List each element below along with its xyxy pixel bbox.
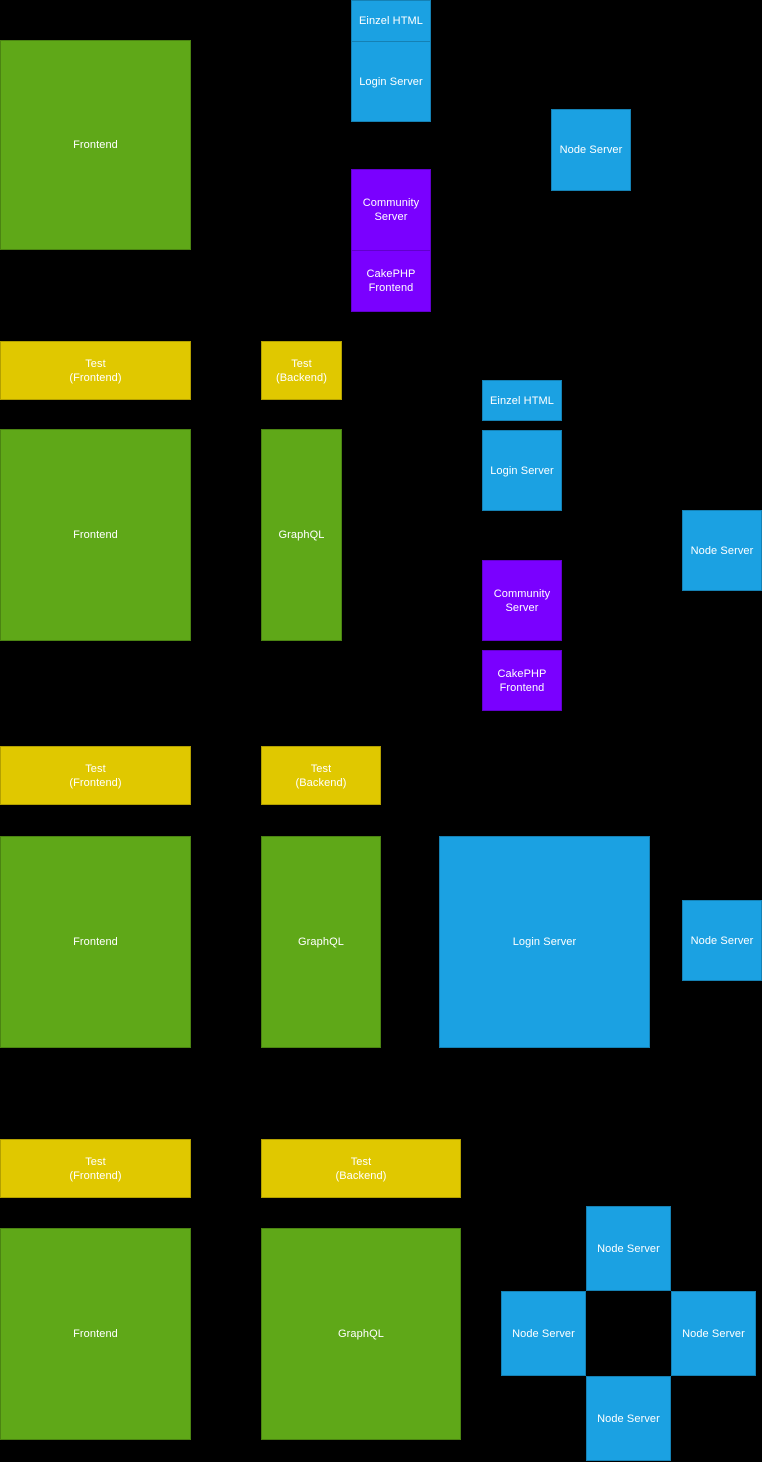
node-box-s4-frontend[interactable]: Frontend xyxy=(0,1228,191,1440)
node-box-s4-node-server-left[interactable]: Node Server xyxy=(501,1291,586,1376)
node-label-s4-node-server-top: Node Server xyxy=(597,1242,660,1255)
node-box-s4-test-backend[interactable]: Test (Backend) xyxy=(261,1139,461,1198)
node-label-s4-test-frontend: Test (Frontend) xyxy=(69,1155,122,1182)
node-box-s2-frontend[interactable]: Frontend xyxy=(0,429,191,641)
node-label-s4-test-backend: Test (Backend) xyxy=(335,1155,387,1182)
node-box-s3-frontend[interactable]: Frontend xyxy=(0,836,191,1048)
node-box-s1-node-server[interactable]: Node Server xyxy=(551,109,631,191)
node-label-s4-graphql: GraphQL xyxy=(338,1328,384,1340)
node-label-s4-frontend: Frontend xyxy=(73,1328,118,1340)
node-label-s4-node-server-left: Node Server xyxy=(512,1327,575,1340)
node-box-s4-node-server-top[interactable]: Node Server xyxy=(586,1206,671,1291)
node-box-s1-login-server[interactable]: Login Server xyxy=(351,41,431,122)
node-label-s4-node-server-right: Node Server xyxy=(682,1327,745,1340)
node-box-s4-test-frontend[interactable]: Test (Frontend) xyxy=(0,1139,191,1198)
node-box-s4-node-server-bottom[interactable]: Node Server xyxy=(586,1376,671,1461)
node-box-s4-graphql[interactable]: GraphQL xyxy=(261,1228,461,1440)
node-box-s3-graphql[interactable]: GraphQL xyxy=(261,836,381,1048)
node-label-s4-node-server-bottom: Node Server xyxy=(597,1412,660,1425)
node-box-s4-node-server-right[interactable]: Node Server xyxy=(671,1291,756,1376)
